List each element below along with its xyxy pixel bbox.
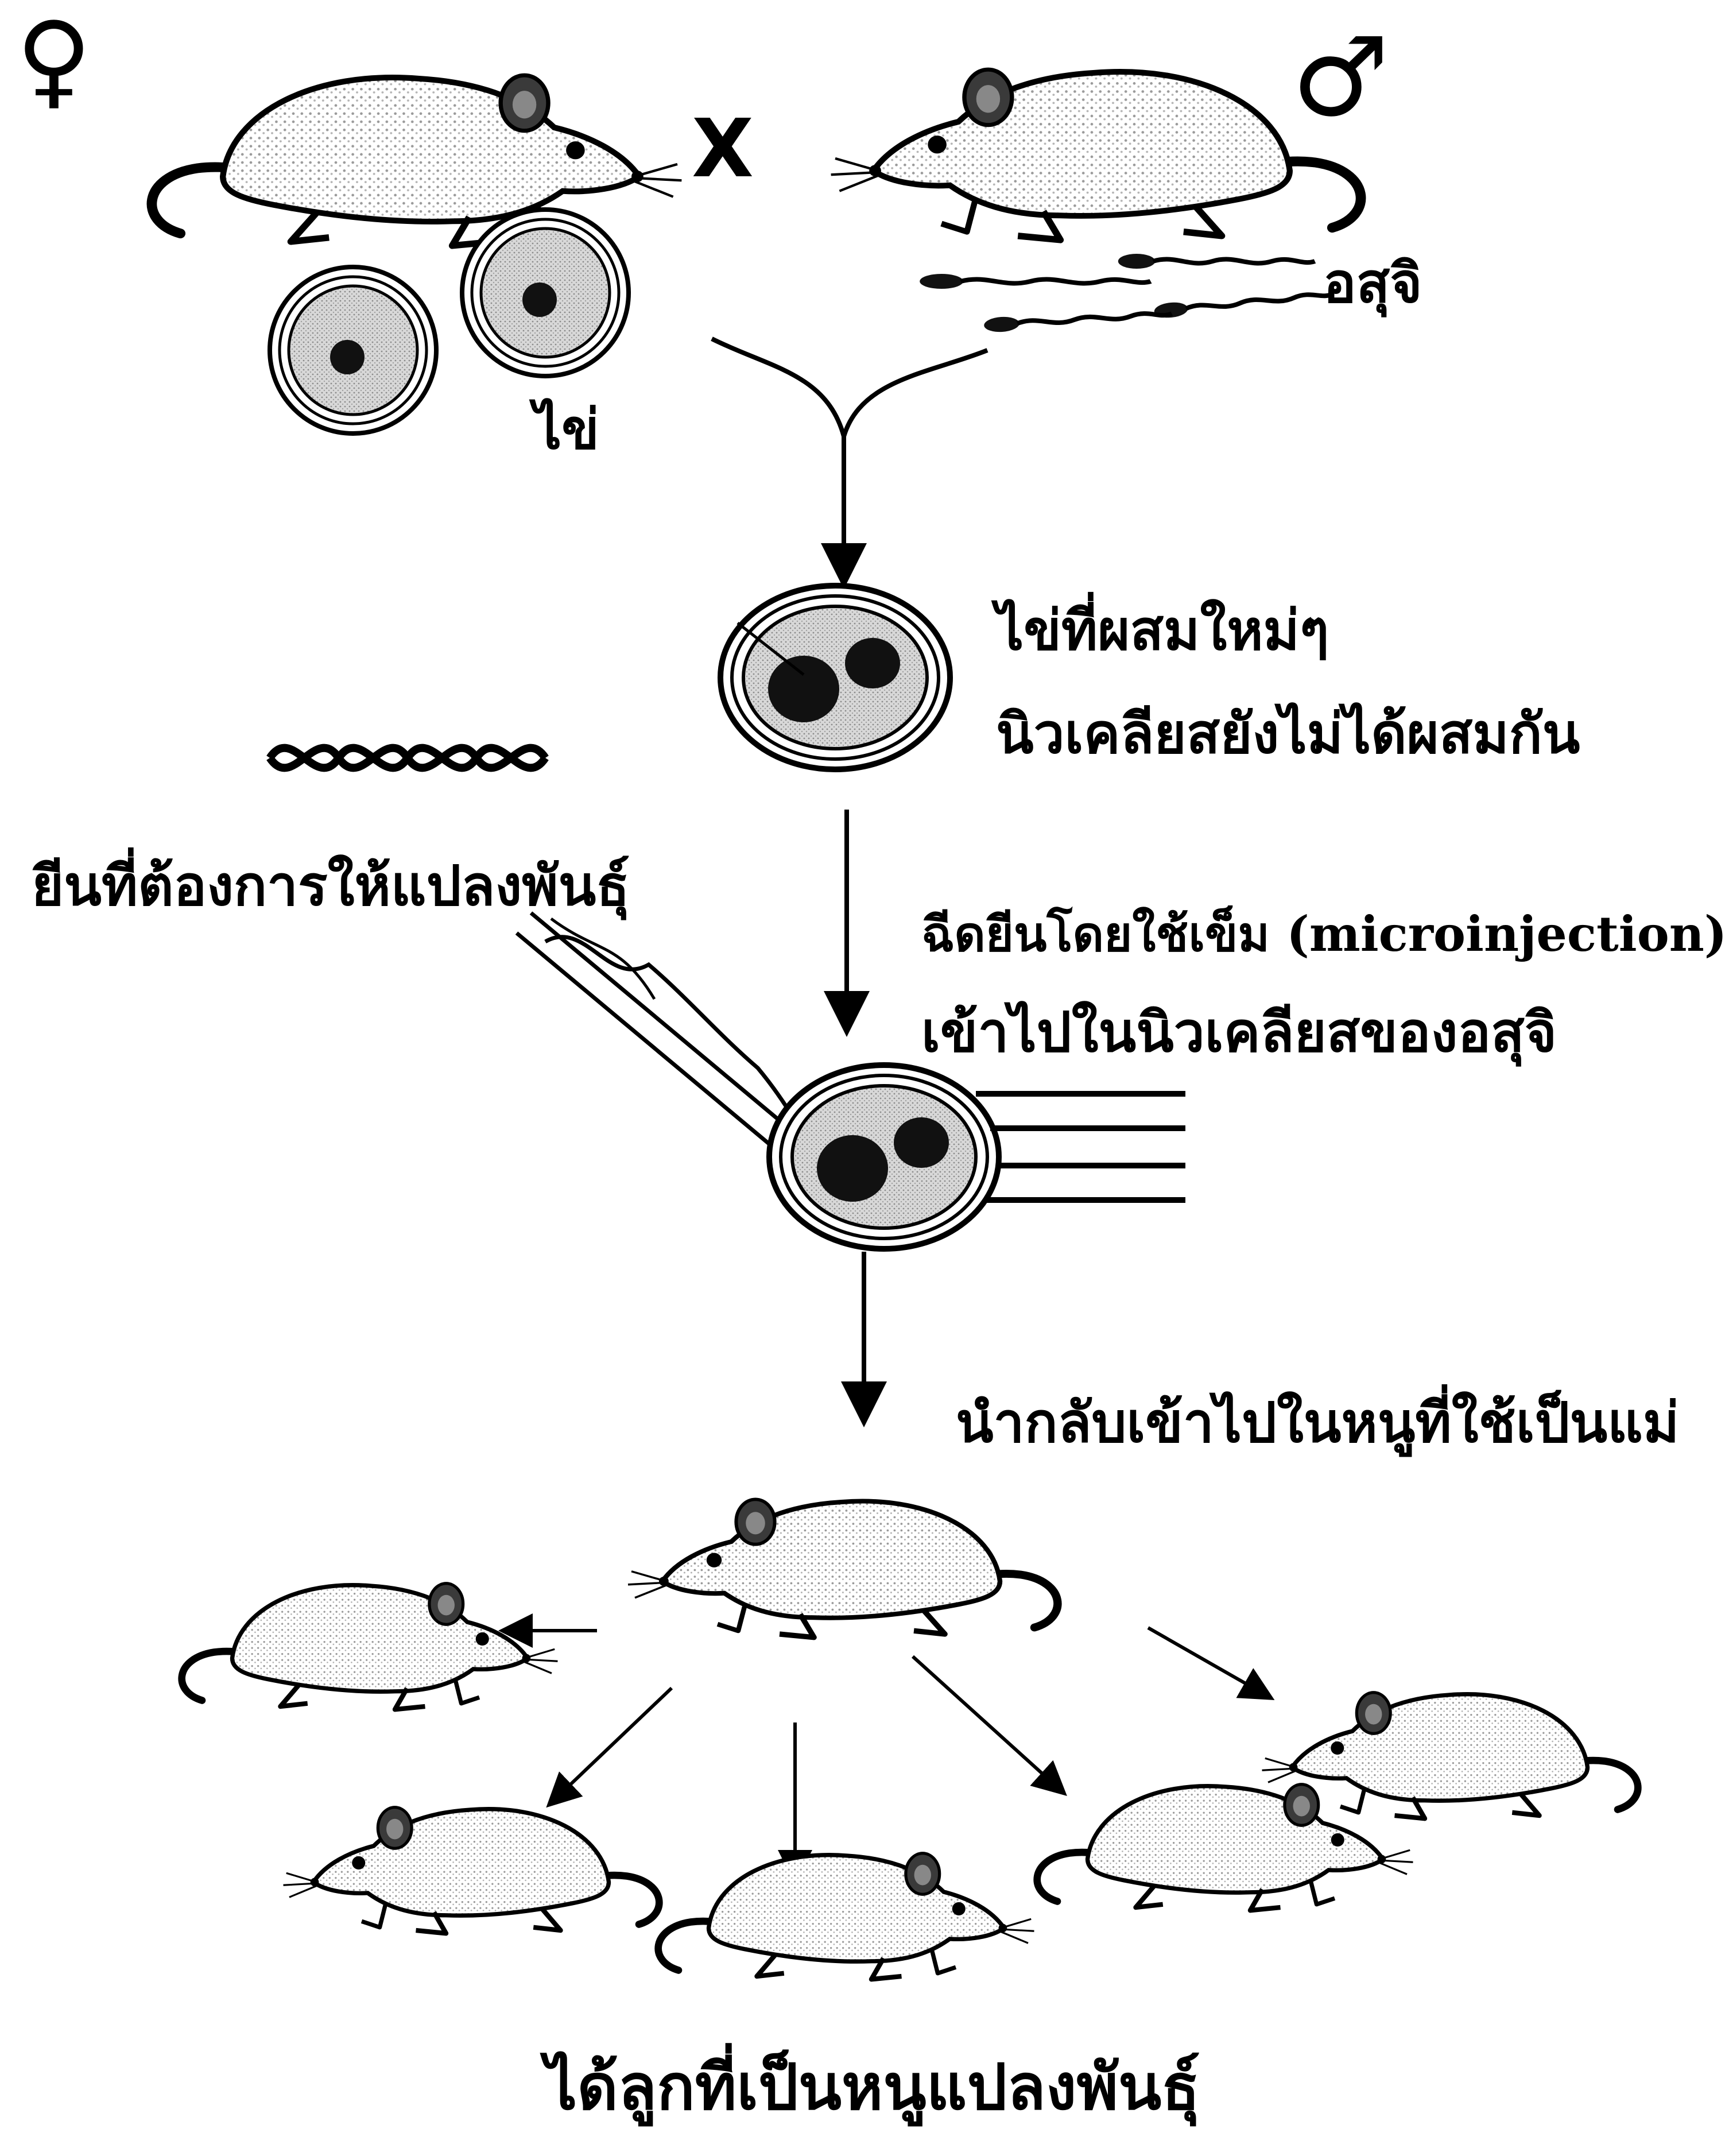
female-symbol: ♀ xyxy=(16,9,92,112)
male-symbol: ♂ xyxy=(1292,23,1389,132)
transfer-label: นำกลับเข้าไปในหนูที่ใช้เป็นแม่ xyxy=(956,1395,1679,1450)
injected-zygote xyxy=(769,1065,999,1249)
egg-cell-left xyxy=(270,267,436,433)
result-label: ได้ลูกที่เป็นหนูแปลงพันธุ์ xyxy=(545,2056,1200,2119)
egg-cell-right xyxy=(462,210,629,376)
fertilization-merge-lines xyxy=(712,339,987,580)
injection-label-line1: ฉีดยีนโดยใช้เข็ม (microinjection) xyxy=(921,910,1725,958)
sperm-cells xyxy=(920,254,1334,333)
offspring-mouse-1 xyxy=(182,1584,558,1709)
offspring-mouse-2 xyxy=(284,1807,660,1933)
egg-label: ไข่ xyxy=(534,402,599,457)
offspring-mouse-4 xyxy=(1037,1785,1413,1910)
fertilized-egg xyxy=(720,586,950,769)
sperm-label: อสุจิ xyxy=(1323,256,1422,311)
dna-strand-icon xyxy=(270,748,545,768)
injection-label-line2: เข้าไปในนิวเคลียสของอสุจิ xyxy=(921,1005,1557,1060)
fertilized-egg-label-line2: นิวเคลียสยังไม่ได้ผสมกัน xyxy=(996,706,1580,761)
male-parent-mouse xyxy=(831,69,1361,240)
holding-pipette xyxy=(976,1094,1185,1200)
offspring-mouse-3 xyxy=(658,1853,1034,1979)
cross-symbol: X xyxy=(692,109,754,189)
surrogate-mother-mouse xyxy=(628,1499,1057,1637)
fertilized-egg-label-line1: ไข่ที่ผสมใหม่ๆ xyxy=(996,603,1329,658)
gene-label: ยีนที่ต้องการให้แปลงพันธุ์ xyxy=(32,858,630,914)
female-parent-mouse xyxy=(152,75,681,246)
